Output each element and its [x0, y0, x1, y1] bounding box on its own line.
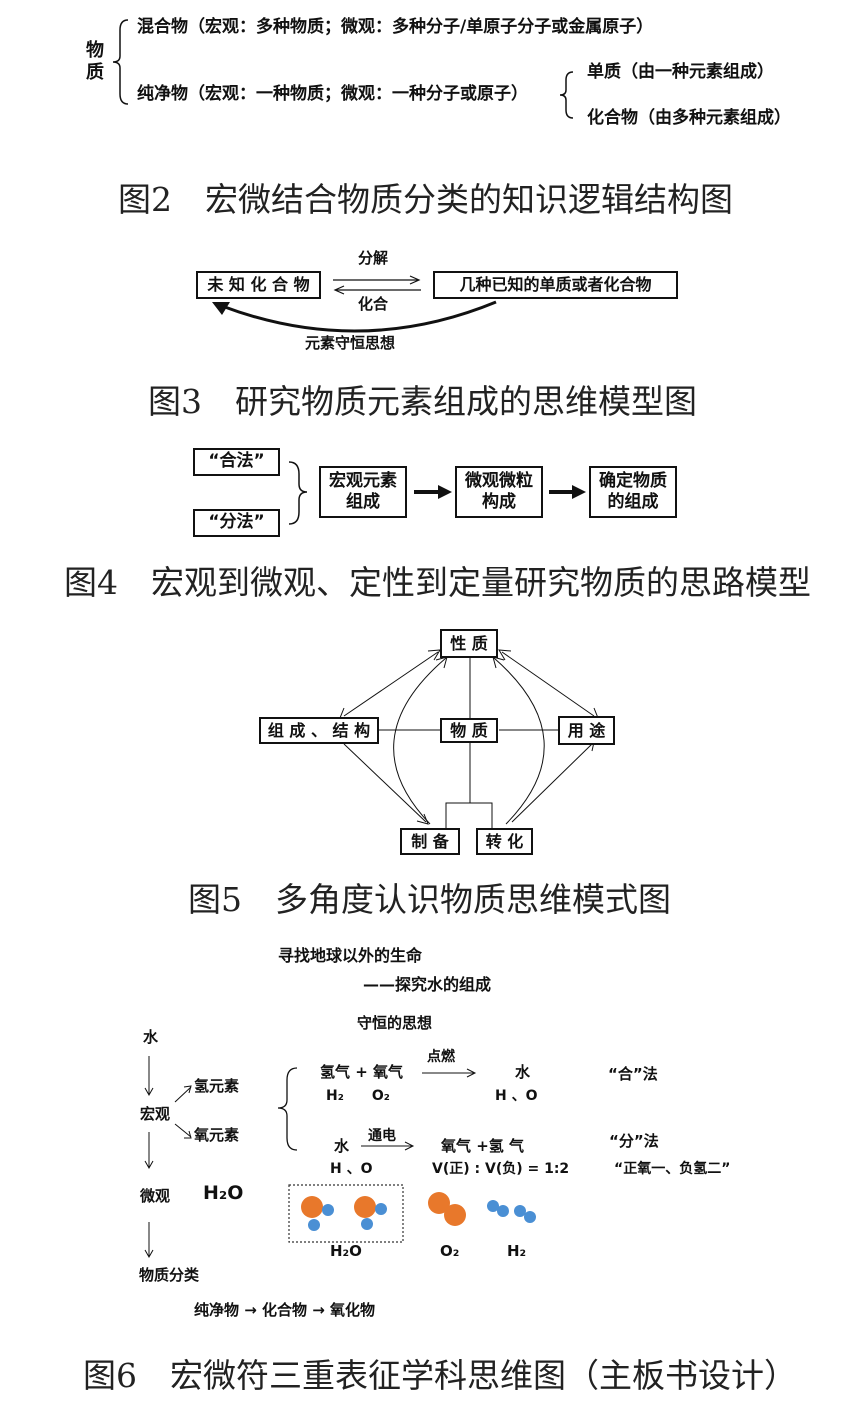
fig6-classification-chain: 纯净物 → 化合物 → 氧化物: [194, 1301, 376, 1319]
fig6-decomposition-method: “分”法: [609, 1132, 659, 1150]
fig6-mnemonic: “正氧一、负氢二”: [614, 1161, 731, 1177]
fig6-oxygen-element: 氧元素: [194, 1126, 240, 1144]
water-molecule-2: [354, 1196, 387, 1230]
oxygen-molecule: [428, 1192, 466, 1226]
fig6-synthesis-product-symbols: H 、O: [495, 1088, 538, 1104]
fig2-pure-substance: 纯净物（宏观：一种物质；微观：一种分子或原子）: [137, 84, 528, 104]
fig6-macro-label: 宏观: [140, 1105, 171, 1123]
fig5-substance-box: 物 质: [440, 718, 498, 743]
fig5-composition-structure-box: 组 成 、 结 构: [259, 717, 379, 744]
fig6-decomposition-products: 氧气 +氢 气: [441, 1137, 525, 1155]
fig3-conservation-label: 元素守恒思想: [305, 334, 396, 352]
fig4-brace-and-arrows: [288, 461, 586, 525]
fig6-hydrogen-element: 氢元素: [194, 1077, 240, 1095]
fig6-h2o-formula: H₂O: [203, 1182, 244, 1204]
fig6-synthesis-product: 水: [515, 1063, 531, 1081]
water-molecule-1: [301, 1196, 334, 1231]
fig6-volume-ratio: V(正) : V(负) = 1:2: [432, 1161, 570, 1177]
fig3-decompose-label: 分解: [358, 249, 389, 267]
fig6-decomposition-reactant: 水: [334, 1137, 350, 1155]
fig6-hydrogen-model-label: H₂: [507, 1242, 527, 1260]
fig3-combine-label: 化合: [358, 295, 389, 313]
fig6-synthesis-symbols: H₂ O₂: [326, 1088, 390, 1104]
fig2-element: 单质（由一种元素组成）: [587, 62, 774, 82]
fig6-water-label: 水: [143, 1028, 159, 1046]
fig6-title-line2: ——探究水的组成: [363, 975, 492, 994]
fig6-synthesis-method: “合”法: [608, 1065, 658, 1083]
fig5-connectors: [339, 649, 599, 828]
fig3-arrows: [212, 275, 497, 333]
fig6-oxygen-model-label: O₂: [440, 1242, 460, 1260]
fig4-synthesis-method-box: “合法”: [193, 448, 280, 476]
fig6-synthesis-reactants: 氢气 + 氧气: [320, 1063, 404, 1081]
fig3-known-substances-box: 几种已知的单质或者化合物: [433, 271, 678, 299]
fig2-mixture: 混合物（宏观：多种物质；微观：多种分子/单原子分子或金属原子）: [137, 17, 654, 37]
fig3-unknown-compound-box: 未 知 化 合 物: [196, 271, 321, 299]
fig6-title-line1: 寻找地球以外的生命: [278, 946, 423, 965]
fig5-transformation-box: 转 化: [476, 828, 533, 855]
fig4-determine-composition-box: 确定物质 的组成: [589, 466, 677, 518]
fig2-compound: 化合物（由多种元素组成）: [587, 108, 791, 128]
fig4-macro-element-box: 宏观元素 组成: [319, 466, 407, 518]
fig6-water-model-label: H₂O: [330, 1242, 362, 1260]
fig4-decomposition-method-box: “分法”: [193, 509, 280, 537]
fig2-brackets: [112, 19, 574, 119]
fig4-caption: 图4 宏观到微观、定性到定量研究物质的思路模型: [64, 563, 811, 602]
hydrogen-molecules: [487, 1200, 536, 1223]
fig5-preparation-box: 制 备: [400, 828, 460, 855]
fig6-decomposition-symbols: H 、O: [330, 1161, 373, 1177]
fig2-caption: 图2 宏微结合物质分类的知识逻辑结构图: [118, 180, 733, 219]
fig4-micro-particle-box: 微观微粒 构成: [455, 466, 543, 518]
fig6-classification-label: 物质分类: [139, 1266, 200, 1284]
fig6-caption: 图6 宏微符三重表征学科思维图（主板书设计）: [83, 1356, 797, 1395]
fig5-property-box: 性 质: [440, 629, 498, 658]
fig2-root-label: 物质: [86, 40, 104, 83]
fig6-conservation-label: 守恒的思想: [357, 1014, 433, 1032]
fig6-synthesis-condition: 点燃: [427, 1049, 455, 1065]
fig3-caption: 图3 研究物质元素组成的思维模型图: [148, 382, 697, 421]
fig6-decomposition-condition: 通电: [368, 1128, 396, 1144]
fig5-use-box: 用 途: [558, 716, 615, 745]
fig6-micro-label: 微观: [140, 1187, 171, 1205]
fig5-caption: 图5 多角度认识物质思维模式图: [188, 880, 671, 919]
